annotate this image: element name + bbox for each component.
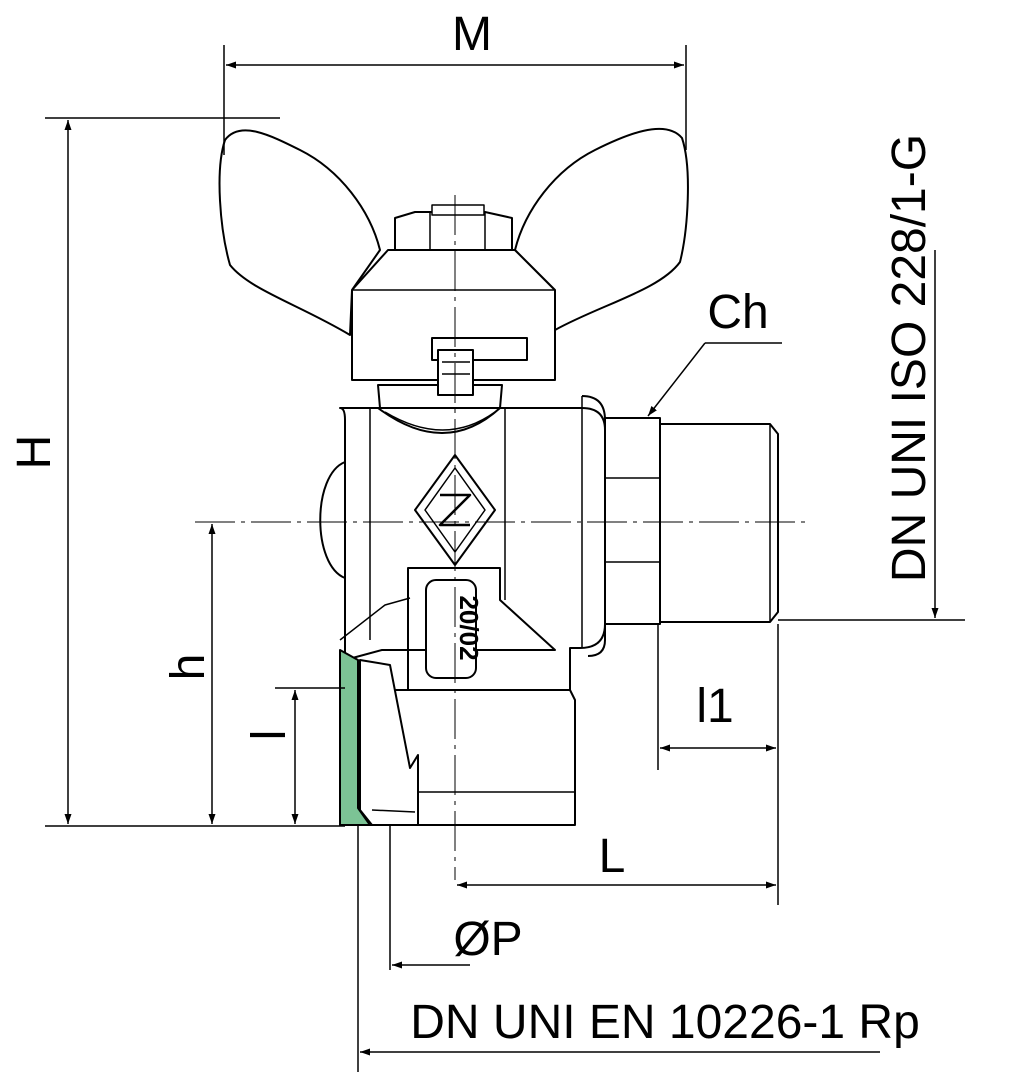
label-M: M [452,8,492,61]
valve-drawing [218,127,779,826]
label-L: L [599,830,626,883]
handle-wing-right [514,127,689,331]
dimension-lines [45,45,965,1072]
label-l1: l1 [696,680,733,733]
ball-bulge [319,461,346,579]
body-mark-text: 20/02 [454,595,484,660]
label-thread-male: DN UNI ISO 228/1-G [883,134,936,582]
top-nut [394,211,513,251]
label-l: l [243,730,296,741]
hex-nut [604,417,661,625]
body-top-arc [377,407,501,434]
label-P: ØP [453,913,522,966]
label-thread-female: DN UNI EN 10226-1 Rp [410,996,920,1049]
male-thread [659,423,779,623]
center-lines [195,195,810,880]
label-Ch: Ch [707,286,768,339]
dim-Ch-leader [647,342,706,417]
label-h: h [162,654,215,681]
handle-wing-left [218,129,381,336]
marking-plate [425,579,477,679]
thread-section-white [359,659,419,826]
label-H: H [8,435,61,470]
dimension-labels: M H h l l1 L Ch ØP DN UNI ISO 228/1-G DN… [8,8,936,1049]
valve-body [339,407,606,691]
